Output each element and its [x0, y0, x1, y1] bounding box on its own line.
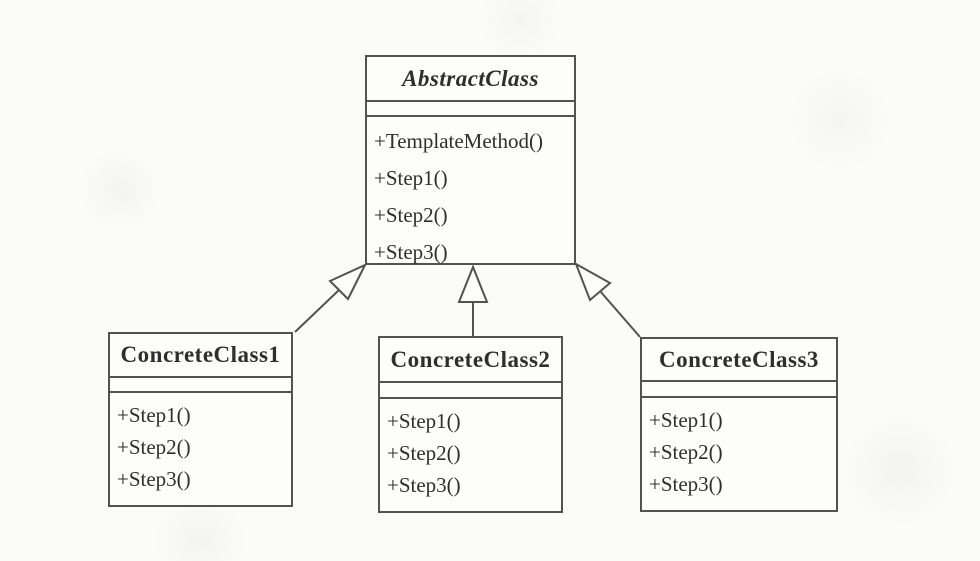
class-box-concreteclass3: ConcreteClass3 +Step1() +Step2() +Step3(… [640, 337, 838, 512]
inheritance-arrow-right [574, 261, 641, 338]
class-box-concreteclass2: ConcreteClass2 +Step1() +Step2() +Step3(… [378, 336, 563, 513]
method-label: +Step3() [374, 240, 448, 264]
class-name-concreteclass2: ConcreteClass2 [380, 338, 561, 383]
method-label: +Step2() [387, 441, 461, 465]
methods-compartment: +Step1() +Step2() +Step3() [110, 393, 291, 495]
attributes-compartment [380, 383, 561, 399]
method-label: +Step2() [649, 440, 723, 464]
method-label: +Step1() [387, 409, 461, 433]
methods-compartment: +TemplateMethod() +Step1() +Step2() +Ste… [367, 117, 574, 271]
inheritance-arrow-left [294, 262, 368, 333]
method-label: +Step2() [374, 203, 448, 227]
inheritance-arrow-middle [457, 264, 489, 336]
method-label: +Step1() [117, 403, 191, 427]
method-label: +Step1() [649, 408, 723, 432]
method-label: +TemplateMethod() [374, 129, 543, 153]
class-name-concreteclass3: ConcreteClass3 [642, 339, 836, 382]
class-box-concreteclass1: ConcreteClass1 +Step1() +Step2() +Step3(… [108, 332, 293, 507]
class-name-abstractclass: AbstractClass [367, 57, 574, 102]
method-label: +Step1() [374, 166, 448, 190]
method-label: +Step3() [387, 473, 461, 497]
method-label: +Step3() [117, 467, 191, 491]
method-label: +Step3() [649, 472, 723, 496]
methods-compartment: +Step1() +Step2() +Step3() [380, 399, 561, 501]
class-name-concreteclass1: ConcreteClass1 [110, 334, 291, 378]
class-box-abstractclass: AbstractClass +TemplateMethod() +Step1()… [365, 55, 576, 265]
attributes-compartment [110, 378, 291, 393]
attributes-compartment [367, 102, 574, 117]
method-label: +Step2() [117, 435, 191, 459]
attributes-compartment [642, 382, 836, 398]
methods-compartment: +Step1() +Step2() +Step3() [642, 398, 836, 500]
